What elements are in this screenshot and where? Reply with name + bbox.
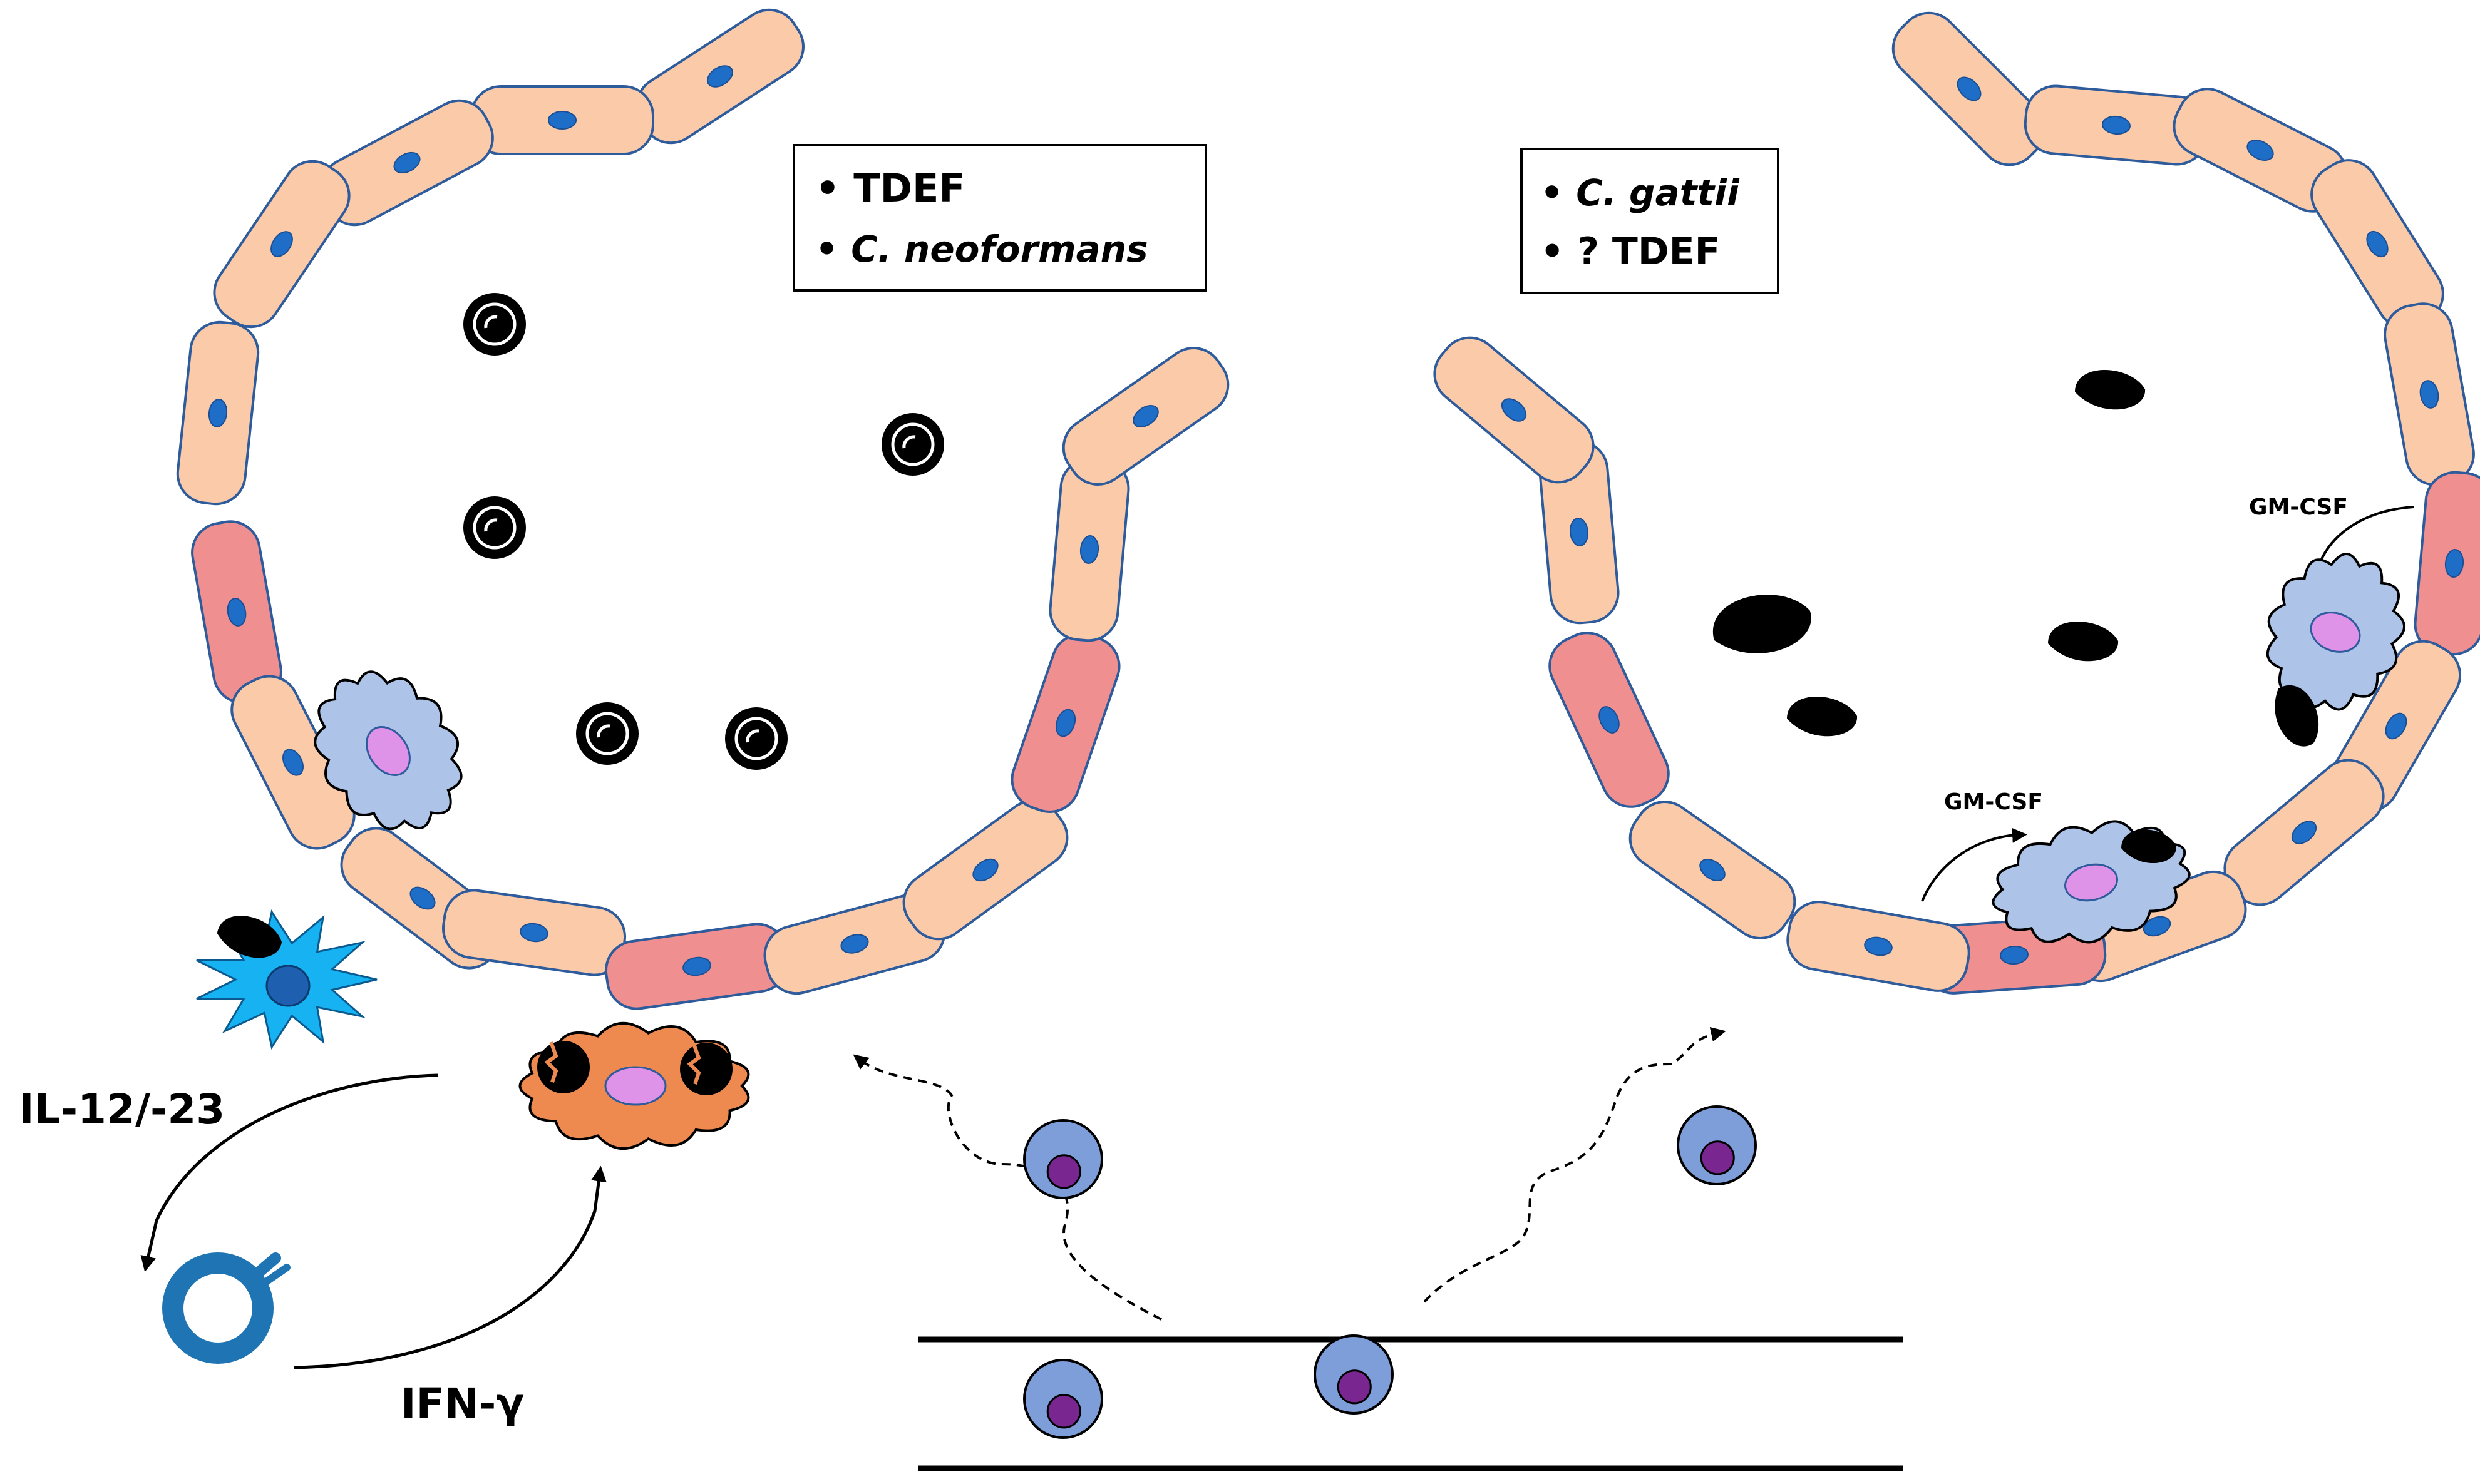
nucleus-icon xyxy=(1598,706,1620,734)
gm-csf-arrow-lower xyxy=(1921,827,2027,902)
t-cell-icon xyxy=(162,1252,291,1364)
nucleus-icon xyxy=(409,886,436,910)
nucleus-icon xyxy=(548,111,577,130)
right-box-item-2: • ? TDEF xyxy=(1540,230,1721,274)
monocyte-icon xyxy=(1023,1119,1103,1199)
acapsular-yeast-icon xyxy=(2048,622,2119,662)
nucleus-icon xyxy=(682,956,711,976)
epithelial-cell xyxy=(2024,84,2209,166)
left-alveolus xyxy=(176,8,1230,1010)
il12-arrow xyxy=(140,1073,439,1272)
acapsular-yeast-icon xyxy=(1712,595,1811,653)
monocyte-icon xyxy=(1314,1334,1394,1415)
left-info-box: • TDEF • C. neoformans xyxy=(793,144,1207,292)
epithelial-cell xyxy=(902,799,1069,941)
epithelial-cell xyxy=(213,160,351,329)
epithelial-cell xyxy=(1011,633,1121,813)
gm-csf-label-lower: GM-CSF xyxy=(1944,789,2043,815)
nucleus-icon xyxy=(604,1066,667,1106)
nucleus-icon xyxy=(1055,709,1076,737)
nucleus-icon xyxy=(2291,821,2317,844)
nucleus-icon xyxy=(1337,1369,1372,1405)
nucleus-icon xyxy=(1700,1140,1735,1175)
nucleus-icon xyxy=(227,598,247,627)
left-box-item-2: • C. neoformans xyxy=(815,228,1148,270)
ifn-label: IFN-γ xyxy=(401,1379,524,1428)
epithelial-cell xyxy=(191,520,282,704)
monocyte-icon xyxy=(1677,1105,1757,1185)
monocyte-migration-path-left xyxy=(853,1054,1162,1321)
nucleus-icon xyxy=(1699,858,1726,882)
right-alveolus xyxy=(1433,11,2480,995)
epithelial-cell xyxy=(470,85,654,155)
epithelial-cell xyxy=(1062,347,1230,486)
right-box-item-1: • C. gattii xyxy=(1540,171,1740,214)
nucleus-icon xyxy=(2366,230,2389,258)
nucleus-icon xyxy=(2064,863,2118,902)
nucleus-icon xyxy=(2143,916,2171,937)
macrophage-icon xyxy=(314,670,463,831)
capsulated-yeast-icon xyxy=(576,702,639,765)
nucleus-icon xyxy=(1133,404,1159,428)
epithelial-cell xyxy=(604,923,790,1010)
nucleus-icon xyxy=(1046,1154,1081,1189)
acapsular-yeast-icon xyxy=(217,916,282,958)
nucleus-icon xyxy=(1046,1394,1081,1429)
monocyte-icon xyxy=(1023,1359,1103,1439)
acapsular-yeast-icon xyxy=(2075,370,2146,410)
epithelial-cell xyxy=(2414,471,2480,656)
capsulated-yeast-icon xyxy=(463,293,526,356)
left-box-item-1: • TDEF xyxy=(815,165,965,211)
epithelial-cell xyxy=(1891,11,2047,166)
epithelial-cell xyxy=(1786,901,1970,992)
acapsular-yeast-icon xyxy=(1787,697,1858,737)
nucleus-icon xyxy=(282,749,304,776)
nucleus-icon xyxy=(2102,115,2131,135)
epithelial-cell xyxy=(1548,632,1670,808)
nucleus-icon xyxy=(1864,936,1893,956)
capsulated-yeast-icon xyxy=(463,496,526,559)
nucleus-icon xyxy=(2246,140,2274,161)
nucleus-icon xyxy=(366,726,411,776)
nucleus-icon xyxy=(208,399,228,427)
nucleus-icon xyxy=(1569,518,1589,546)
blood-vessel xyxy=(918,1336,1903,1471)
nucleus-icon xyxy=(265,965,311,1007)
epithelial-cell xyxy=(2384,302,2475,486)
gm-csf-arrow-upper xyxy=(2312,506,2414,580)
nucleus-icon xyxy=(2385,712,2407,740)
nucleus-icon xyxy=(1501,398,1527,422)
epithelial-cell xyxy=(230,675,356,850)
nucleus-icon xyxy=(520,923,548,943)
nucleus-icon xyxy=(1957,76,1982,101)
right-info-box: • C. gattii • ? TDEF xyxy=(1520,148,1779,294)
capsulated-yeast-icon xyxy=(882,413,944,476)
epithelial-cell xyxy=(1628,801,1796,939)
il12-label: IL-12/-23 xyxy=(19,1085,225,1133)
nucleus-icon xyxy=(2000,945,2029,965)
capsulated-yeast-icon xyxy=(725,707,788,770)
monocyte-migration-path-right xyxy=(1423,1026,1726,1303)
killed-yeast-icon xyxy=(680,1043,733,1095)
cell-layer xyxy=(162,293,2405,1439)
gm-csf-label-upper: GM-CSF xyxy=(2249,494,2348,520)
ifn-arrow xyxy=(294,1165,607,1369)
epithelial-cell xyxy=(176,320,260,506)
acapsular-yeast-icon xyxy=(2275,685,2319,747)
nucleus-icon xyxy=(840,934,869,954)
epithelial-cell xyxy=(635,8,805,145)
nucleus-icon xyxy=(707,65,733,88)
nucleus-icon xyxy=(393,151,421,174)
acapsular-yeast-icon xyxy=(2121,829,2177,864)
nucleus-icon xyxy=(2419,380,2439,409)
nucleus-icon xyxy=(2444,549,2464,578)
epithelial-cell xyxy=(1433,336,1595,484)
nucleus-icon xyxy=(1079,535,1099,564)
nucleus-icon xyxy=(972,858,999,882)
killed-yeast-icon xyxy=(537,1041,590,1093)
nucleus-icon xyxy=(2310,612,2361,653)
